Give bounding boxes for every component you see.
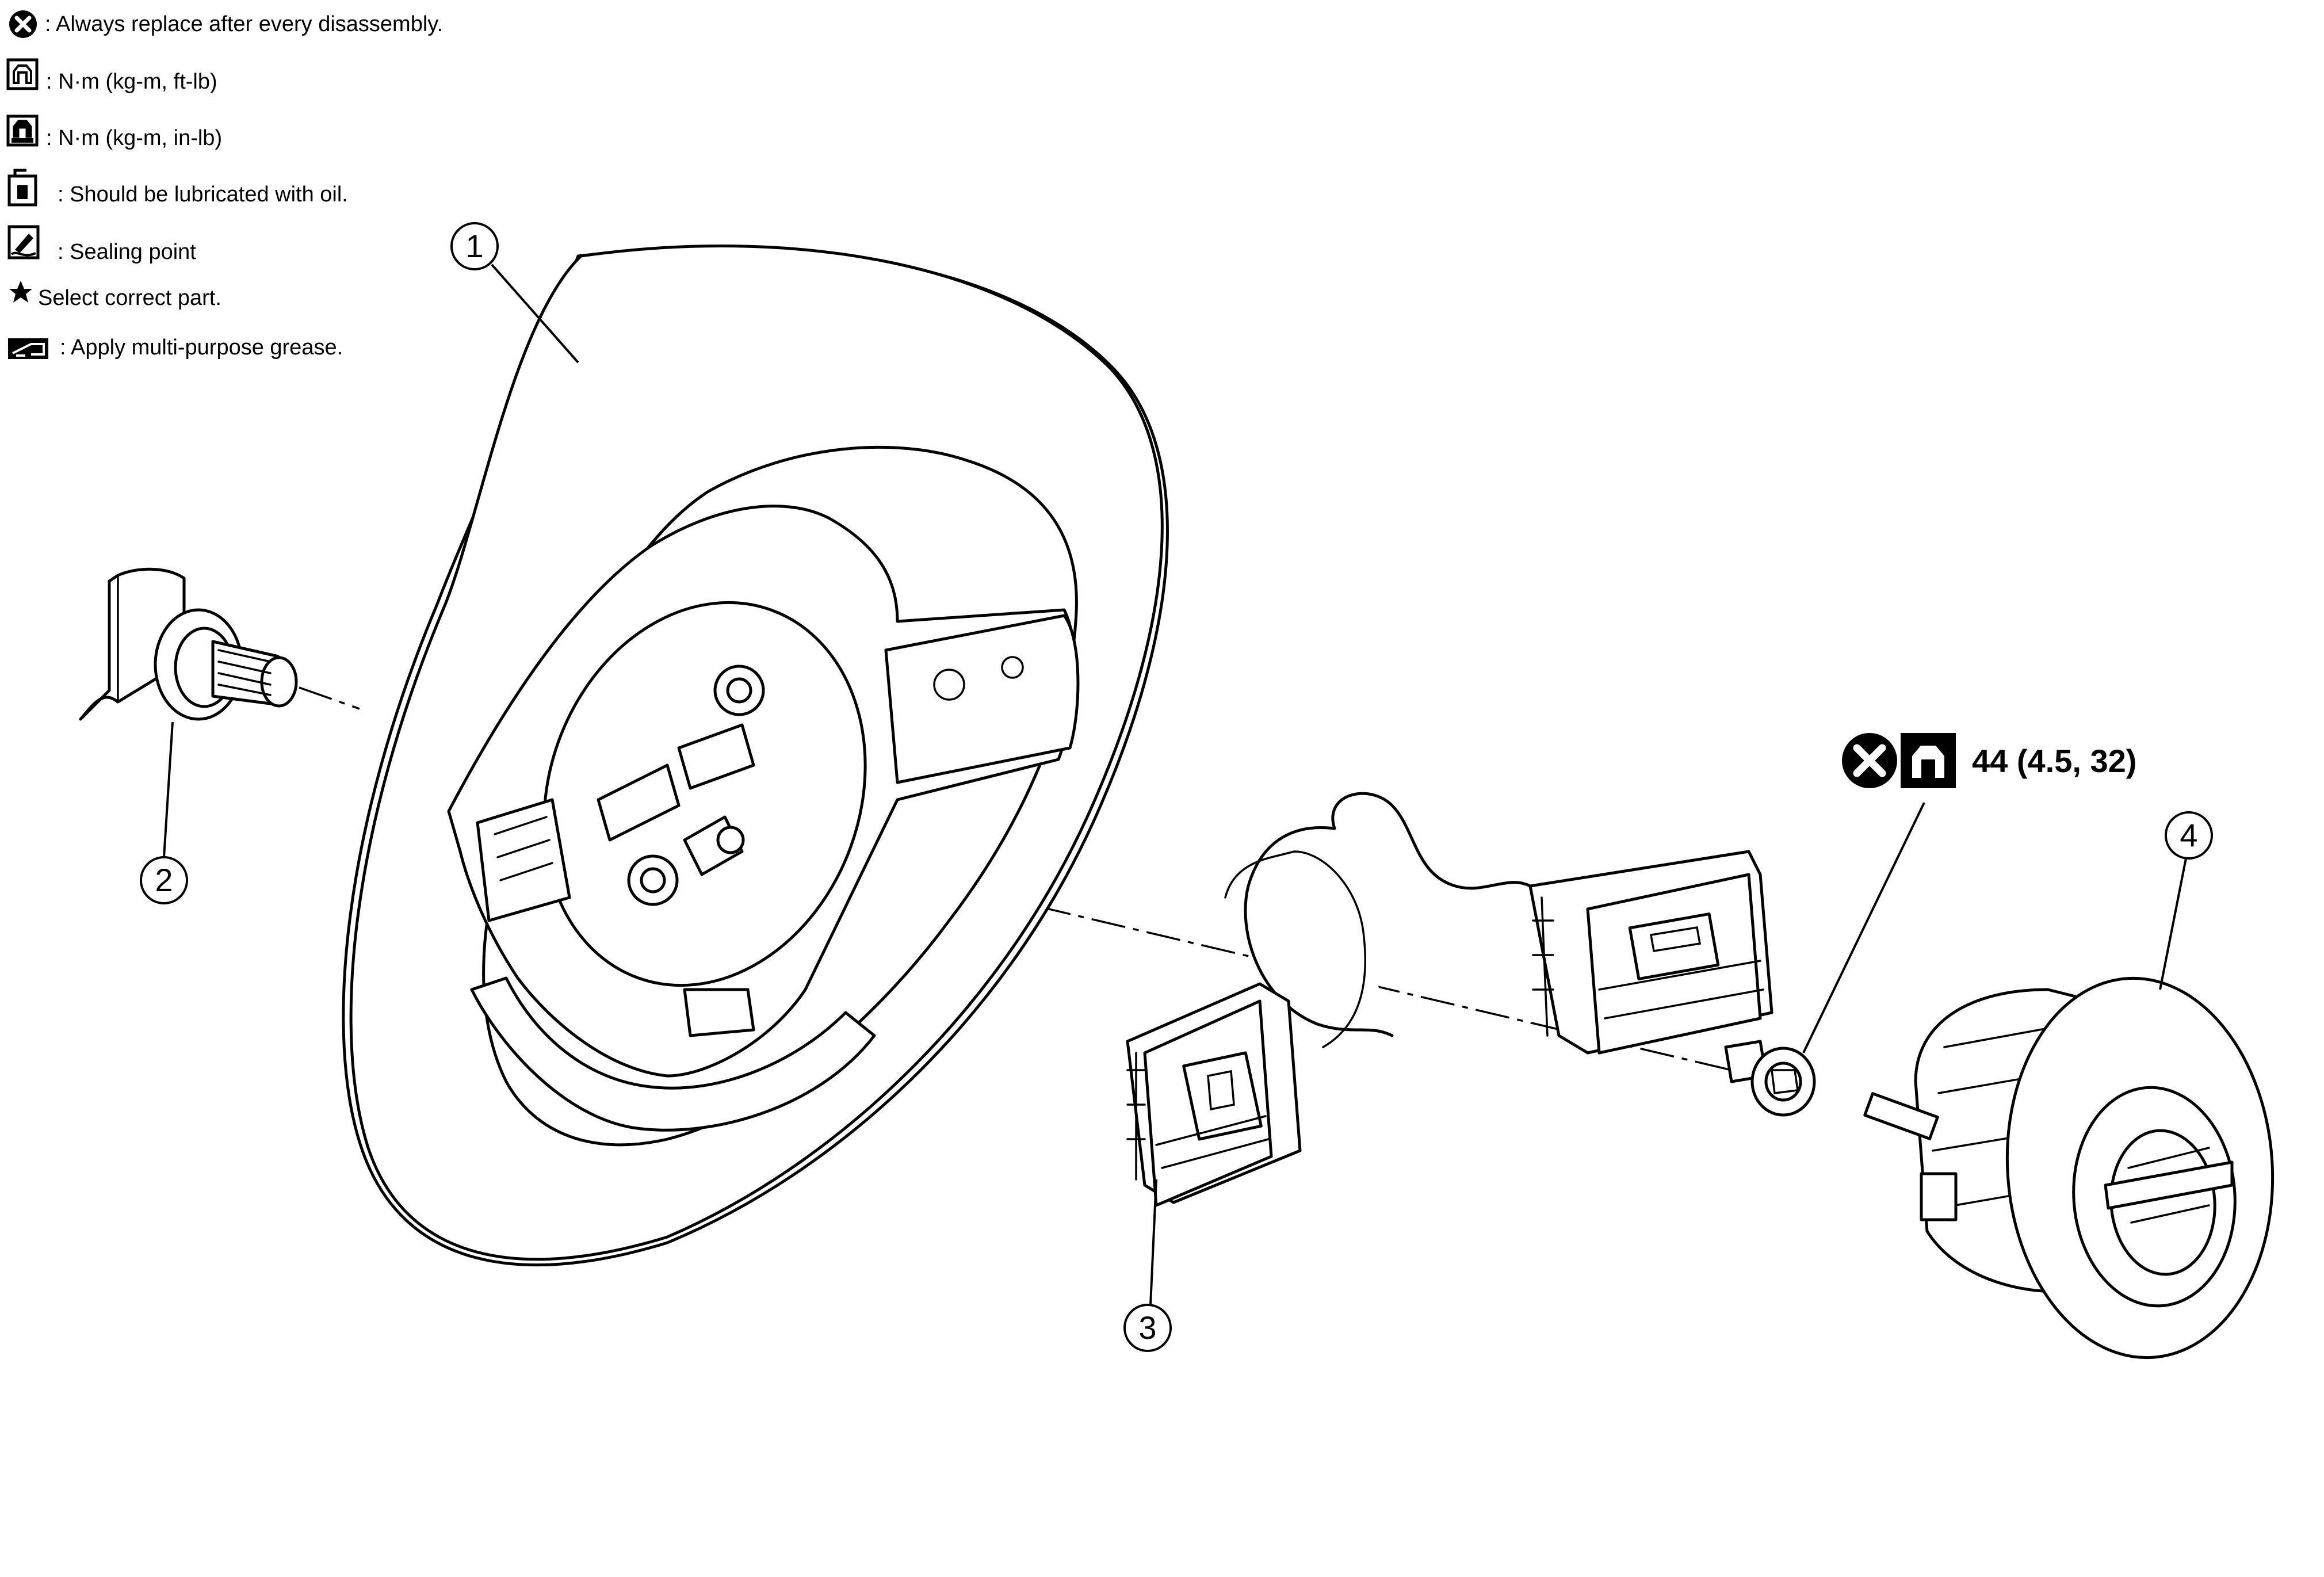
legend: : Always replace after every disassembly…	[6, 10, 443, 360]
torque-value: 44 (4.5, 32)	[1972, 743, 2136, 779]
legend-text-torque-ftlb: : N·m (kg-m, ft-lb)	[46, 70, 217, 94]
leader-line-1	[491, 264, 579, 364]
oil-can-icon	[7, 169, 37, 207]
torque-spec: 44 (4.5, 32)	[1842, 733, 2136, 788]
callout-4: 4	[2165, 811, 2213, 860]
steering-wheel-bolt	[1724, 1040, 1816, 1117]
sealant-icon	[7, 225, 40, 259]
legend-text-sealant: : Sealing point	[58, 240, 196, 264]
legend-text-replace: : Always replace after every disassembly…	[45, 12, 443, 36]
leader-line-torque	[1802, 802, 1925, 1053]
replace-icon	[9, 10, 37, 38]
star-icon	[9, 281, 32, 303]
torque-ftlb-icon	[1901, 733, 1956, 788]
steering-switch-assembly	[1126, 792, 1773, 1207]
legend-text-torque-inlb: : N·m (kg-m, in-lb)	[46, 126, 222, 150]
grease-icon	[8, 338, 48, 359]
callout-2-label: 2	[155, 862, 173, 898]
leader-line-4	[2159, 858, 2187, 990]
callout-2: 2	[140, 856, 188, 904]
leader-line-2	[163, 721, 174, 858]
callout-3: 3	[1123, 1304, 1172, 1352]
replace-icon	[1842, 733, 1897, 788]
steering-wheel	[342, 245, 1169, 1267]
legend-text-grease: : Apply multi-purpose grease.	[60, 335, 343, 360]
leader-line-3	[1149, 1179, 1157, 1305]
legend-text-star: Select correct part.	[38, 286, 221, 310]
torque-ftlb-icon	[6, 58, 39, 90]
callout-4-label: 4	[2180, 817, 2197, 853]
callout-1: 1	[450, 222, 499, 270]
assembly-axis-left	[299, 686, 360, 710]
callout-1-label: 1	[465, 228, 483, 264]
driver-air-bag-module	[1863, 976, 2275, 1360]
legend-text-oil: : Should be lubricated with oil.	[58, 182, 348, 207]
steering-column-shaft	[79, 567, 298, 721]
torque-inlb-icon	[6, 114, 39, 147]
callout-3-label: 3	[1138, 1309, 1156, 1346]
